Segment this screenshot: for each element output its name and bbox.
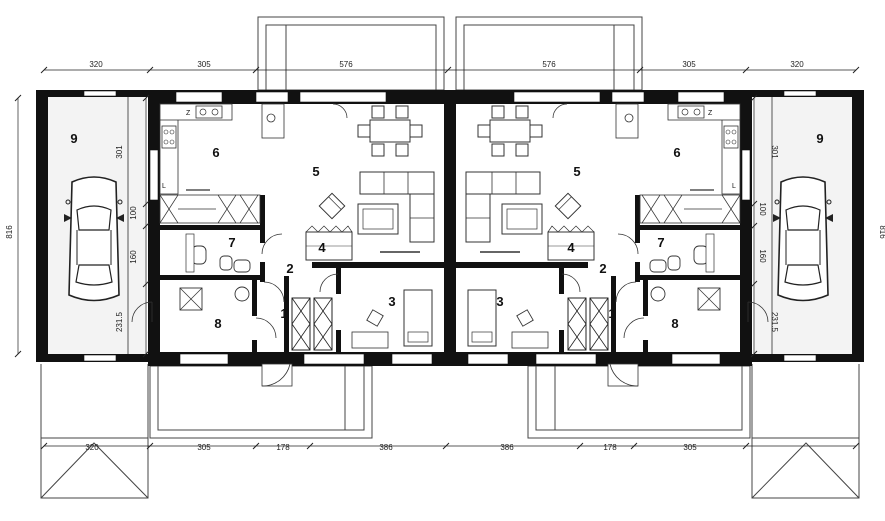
- dimension-tick: [252, 442, 260, 450]
- room-number-stairs-left: 4: [318, 240, 326, 255]
- dimension-tick: [852, 442, 860, 450]
- dimension-tick: [142, 200, 150, 208]
- dim-bottom-bedroom-left: 386: [379, 443, 393, 452]
- dim-top-living-right: 576: [542, 60, 556, 69]
- dim-right-inner-3: 160: [758, 249, 767, 263]
- dim-right-inner-2: 100: [758, 202, 767, 216]
- dimension-tick: [142, 222, 150, 230]
- room-number-stairs-right: 4: [567, 240, 575, 255]
- stove-label-right: L: [732, 183, 736, 190]
- room-number-vestibule-left: 1: [280, 306, 287, 321]
- fridge-label-right: Z: [708, 110, 713, 117]
- dim-left-inner-3: 160: [129, 250, 138, 264]
- dim-bottom-entry-right: 178: [603, 443, 617, 452]
- room-number-vestibule-right: 1: [608, 306, 615, 321]
- room-number-living-right: 5: [573, 164, 580, 179]
- dimension-ticks: [14, 66, 860, 450]
- dimension-tick: [750, 200, 758, 208]
- room-number-kitchen-right: 6: [673, 145, 680, 160]
- room-number-hall-right: 2: [599, 261, 606, 276]
- dimension-tick: [142, 280, 150, 288]
- room-number-garage-left: 9: [70, 131, 77, 146]
- dimension-tick: [636, 66, 644, 74]
- dimension-tick: [742, 442, 750, 450]
- room-number-bathroom-left: 7: [228, 235, 235, 250]
- room-number-living-left: 5: [312, 164, 319, 179]
- dimension-tick: [852, 66, 860, 74]
- dim-top-living-left: 576: [339, 60, 353, 69]
- dim-left-inner-4: 231.5: [115, 311, 124, 332]
- dimension-tick: [444, 66, 452, 74]
- dimension-tick: [750, 350, 758, 358]
- dimension-tick: [14, 94, 22, 102]
- dimension-tick: [306, 442, 314, 450]
- dimension-tick: [146, 442, 154, 450]
- dimension-tick: [630, 442, 638, 450]
- dimension-tick: [142, 350, 150, 358]
- dim-bottom-utility-left: 305: [197, 443, 211, 452]
- dimension-tick: [750, 280, 758, 288]
- dimension-tick: [252, 66, 260, 74]
- dim-bottom-bedroom-right: 386: [500, 443, 514, 452]
- dim-right-inner-1: 301: [770, 145, 779, 159]
- dim-left-inner-2: 100: [129, 206, 138, 220]
- dimension-tick: [742, 66, 750, 74]
- room-number-kitchen-left: 6: [212, 145, 219, 160]
- dim-right-total: 816: [878, 225, 885, 239]
- dim-top-kitchen-left: 305: [197, 60, 211, 69]
- room-number-utility-left: 8: [214, 316, 221, 331]
- room-number-hall-left: 2: [286, 261, 293, 276]
- dim-bottom-utility-right: 305: [683, 443, 697, 452]
- dim-top-garage-right: 320: [790, 60, 804, 69]
- dimension-tick: [750, 94, 758, 102]
- room-number-utility-right: 8: [671, 316, 678, 331]
- dim-left-inner-1: 301: [115, 145, 124, 159]
- dim-bottom-entry-left: 178: [276, 443, 290, 452]
- dimension-tick: [40, 442, 48, 450]
- dim-top-garage-left: 320: [89, 60, 103, 69]
- fridge-label-left: Z: [186, 110, 191, 117]
- room-number-bedroom-left: 3: [388, 294, 395, 309]
- stove-label-left: L: [162, 183, 166, 190]
- dim-top-kitchen-right: 305: [682, 60, 696, 69]
- dim-bottom-garage-left: 320: [85, 443, 99, 452]
- dimension-tick: [576, 442, 584, 450]
- room-number-bedroom-right: 3: [496, 294, 503, 309]
- room-number-garage-right: 9: [816, 131, 823, 146]
- dim-left-total: 816: [5, 225, 14, 239]
- room-number-bathroom-right: 7: [657, 235, 664, 250]
- dim-right-inner-4: 231.5: [770, 312, 779, 333]
- dimension-tick: [146, 66, 154, 74]
- dimension-tick: [40, 66, 48, 74]
- dimension-tick: [442, 442, 450, 450]
- dimension-tick: [14, 350, 22, 358]
- dimension-tick: [142, 94, 150, 102]
- dimension-tick: [750, 222, 758, 230]
